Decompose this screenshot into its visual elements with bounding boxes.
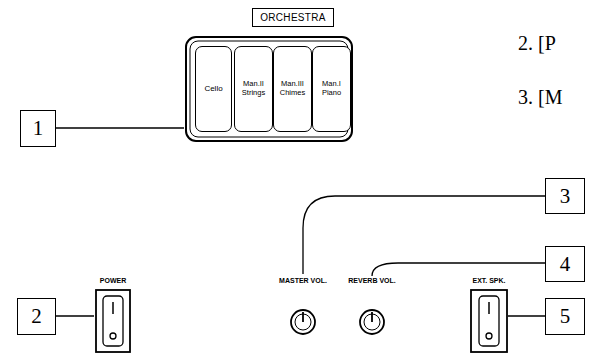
leader-line bbox=[56, 127, 184, 128]
node-text: 3 bbox=[560, 184, 571, 209]
control-label: MASTER VOL. bbox=[278, 277, 328, 284]
stop-tab: Cello bbox=[195, 46, 232, 132]
callout-number: 2 bbox=[17, 298, 56, 335]
stop-tab: Man.II Strings bbox=[234, 46, 273, 132]
callout-number: 4 bbox=[545, 246, 585, 282]
leader-line bbox=[508, 315, 545, 316]
node-text: Man.III Chimes bbox=[275, 80, 310, 97]
node-text: Man.I Piano bbox=[314, 80, 349, 97]
cut-text: 2. [P bbox=[518, 32, 556, 55]
leader-line bbox=[303, 196, 545, 274]
node-text: 4 bbox=[560, 252, 571, 277]
reverb-volume-knob bbox=[360, 310, 384, 334]
section-title-box: ORCHESTRA bbox=[252, 8, 334, 27]
callout-number: 1 bbox=[20, 110, 56, 147]
control-label: POWER bbox=[99, 277, 127, 284]
control-label: REVERB VOL. bbox=[347, 277, 396, 284]
callout-number: 5 bbox=[545, 298, 585, 335]
node-text: ORCHESTRA bbox=[260, 12, 325, 23]
stop-tab: Man.I Piano bbox=[312, 46, 351, 132]
control-label: EXT. SPK. bbox=[471, 277, 506, 284]
leader-line bbox=[372, 263, 545, 276]
stop-tab: Man.III Chimes bbox=[273, 46, 312, 132]
node-text: 1 bbox=[33, 116, 44, 141]
callout-number: 3 bbox=[545, 178, 585, 214]
node-text: Cello bbox=[204, 84, 222, 93]
node-text: 2 bbox=[31, 304, 42, 329]
cut-text: 3. [M bbox=[518, 86, 562, 109]
node-text: Man.II Strings bbox=[236, 80, 271, 97]
power-switch bbox=[96, 290, 130, 352]
tab-housing bbox=[186, 37, 352, 141]
node-text: 5 bbox=[560, 304, 571, 329]
master-volume-knob bbox=[291, 310, 315, 334]
ext-speaker-switch bbox=[471, 290, 507, 352]
leader-line bbox=[56, 315, 94, 316]
